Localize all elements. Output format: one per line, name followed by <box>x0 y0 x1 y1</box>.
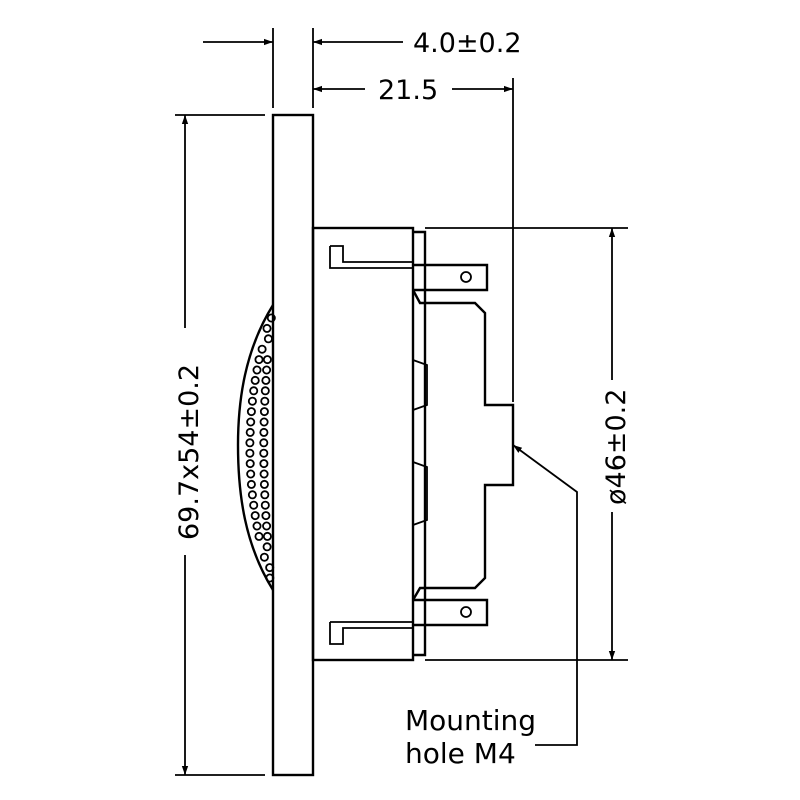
dim-body-diameter: ø46±0.2 <box>425 227 632 661</box>
dim-body-diameter-label: ø46±0.2 <box>601 389 632 505</box>
grille-hole <box>245 459 255 469</box>
mounting-hole-leader <box>512 444 578 746</box>
grille-hole <box>260 500 270 510</box>
grille-hole <box>259 479 269 489</box>
grille-hole <box>249 500 259 510</box>
grille-hole <box>247 490 257 500</box>
terminal-bottom <box>413 598 489 627</box>
dim-flange-size-label: 69.7x54±0.2 <box>174 364 205 540</box>
grille-hole <box>265 573 275 583</box>
grille-hole <box>262 521 272 531</box>
grille-hole <box>254 531 264 541</box>
grille-hole <box>257 344 267 354</box>
grille-hole <box>262 531 272 541</box>
grille-hole <box>266 313 276 323</box>
grille-hole <box>245 438 255 448</box>
grille-hole <box>262 323 272 333</box>
grille-hole <box>262 365 272 375</box>
grille-hole <box>246 479 256 489</box>
grille-hole <box>259 438 269 448</box>
grille-hole <box>261 511 271 521</box>
grille-hole <box>247 396 257 406</box>
grille-hole <box>250 511 260 521</box>
grille-hole <box>245 427 255 437</box>
grille-hole <box>245 448 255 458</box>
grille-hole <box>252 365 262 375</box>
terminal-top <box>413 263 489 292</box>
grille-hole <box>259 469 269 479</box>
grille-hole <box>246 407 256 417</box>
grille-hole <box>250 375 260 385</box>
grille-hole <box>260 396 270 406</box>
grille-hole <box>259 448 269 458</box>
grille-holes <box>245 313 276 583</box>
dim-flange-thickness-label: 4.0±0.2 <box>413 28 522 59</box>
grille-hole <box>259 459 269 469</box>
grille-hole <box>262 542 272 552</box>
dim-flange-thickness: 4.0±0.2 <box>203 28 522 108</box>
faceplate <box>271 113 315 777</box>
clip-bottom <box>329 621 413 645</box>
grille-hole <box>246 469 256 479</box>
housing-body <box>311 226 427 662</box>
callout-line-1: Mounting <box>405 704 536 737</box>
mounting-hole-callout: Mounting hole M4 <box>405 704 536 770</box>
dim-flange-size: 69.7x54±0.2 <box>174 114 265 776</box>
grille-dome <box>236 304 276 591</box>
rear-assembly <box>411 289 515 601</box>
grille-hole <box>249 386 259 396</box>
grille-hole <box>262 355 272 365</box>
grille-hole <box>260 490 270 500</box>
grille-hole <box>259 407 269 417</box>
grille-hole <box>252 521 262 531</box>
grille-hole <box>246 417 256 427</box>
grille-hole <box>260 386 270 396</box>
grille-hole <box>263 334 273 344</box>
clip-top <box>329 245 413 269</box>
dim-depth: 21.5 <box>313 75 514 402</box>
grille-hole <box>254 355 264 365</box>
dim-depth-label: 21.5 <box>378 75 438 106</box>
grille-hole <box>259 552 269 562</box>
callout-line-2: hole M4 <box>405 737 516 770</box>
grille-hole <box>259 427 269 437</box>
grille-hole <box>265 563 275 573</box>
grille-hole <box>261 375 271 385</box>
grille-hole <box>259 417 269 427</box>
